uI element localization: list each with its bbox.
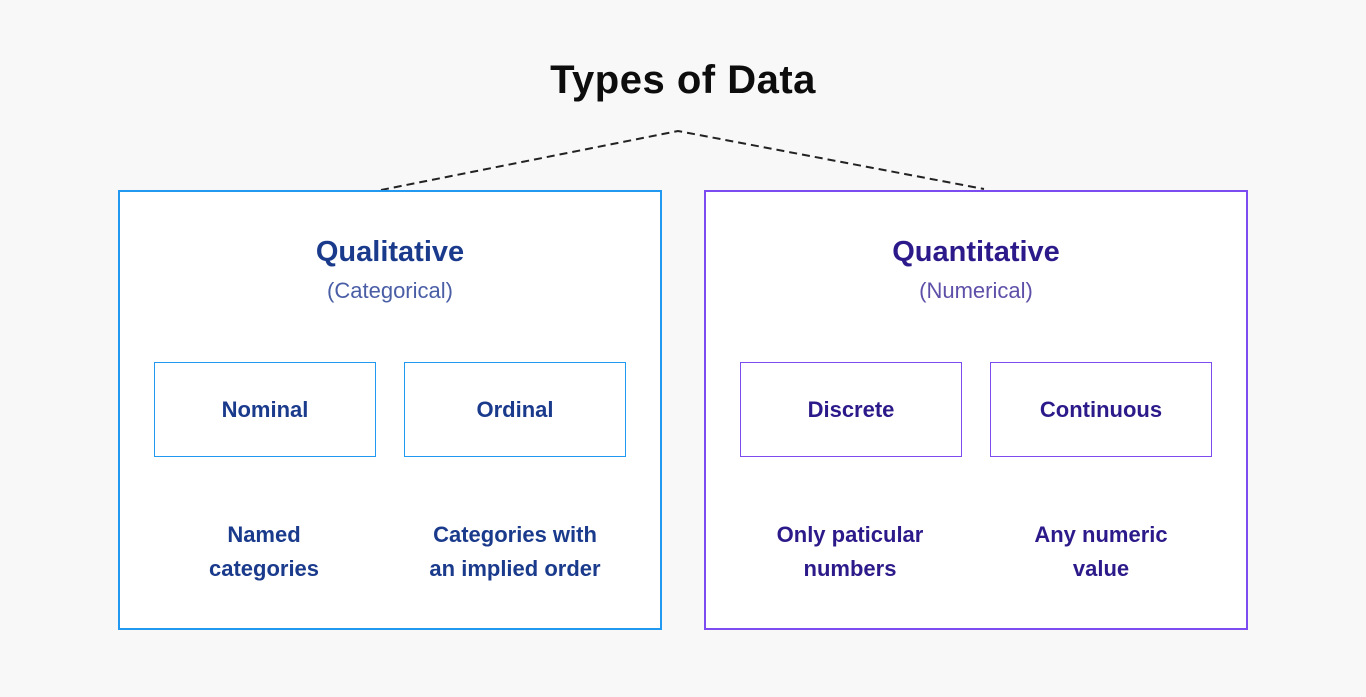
node-continuous: Continuous	[990, 362, 1212, 457]
ordinal-description: Categories with an implied order	[429, 522, 601, 581]
node-continuous-label: Continuous	[1039, 396, 1163, 422]
nominal-description: Named categories	[208, 522, 320, 581]
discrete-description: Only paticular numbers	[776, 522, 924, 581]
page-title: Types of Data	[550, 58, 816, 102]
qualitative-subtitle: (Categorical)	[327, 278, 453, 303]
continuous-description: Any numeric value	[1034, 522, 1168, 581]
node-ordinal: Ordinal	[404, 362, 626, 457]
qualitative-heading: Qualitative	[315, 236, 465, 268]
title-branch-dashed-line	[380, 129, 985, 191]
panel-quantitative: Quantitative (Numerical) Discrete Contin…	[704, 190, 1248, 630]
node-ordinal-label: Ordinal	[476, 396, 554, 422]
node-discrete-label: Discrete	[807, 396, 895, 422]
node-discrete: Discrete	[740, 362, 962, 457]
node-nominal: Nominal	[154, 362, 376, 457]
quantitative-subtitle: (Numerical)	[919, 278, 1033, 303]
panel-qualitative: Qualitative (Categorical) Nominal Ordina…	[118, 190, 662, 630]
node-nominal-label: Nominal	[221, 396, 309, 422]
quantitative-heading: Quantitative	[892, 236, 1060, 268]
